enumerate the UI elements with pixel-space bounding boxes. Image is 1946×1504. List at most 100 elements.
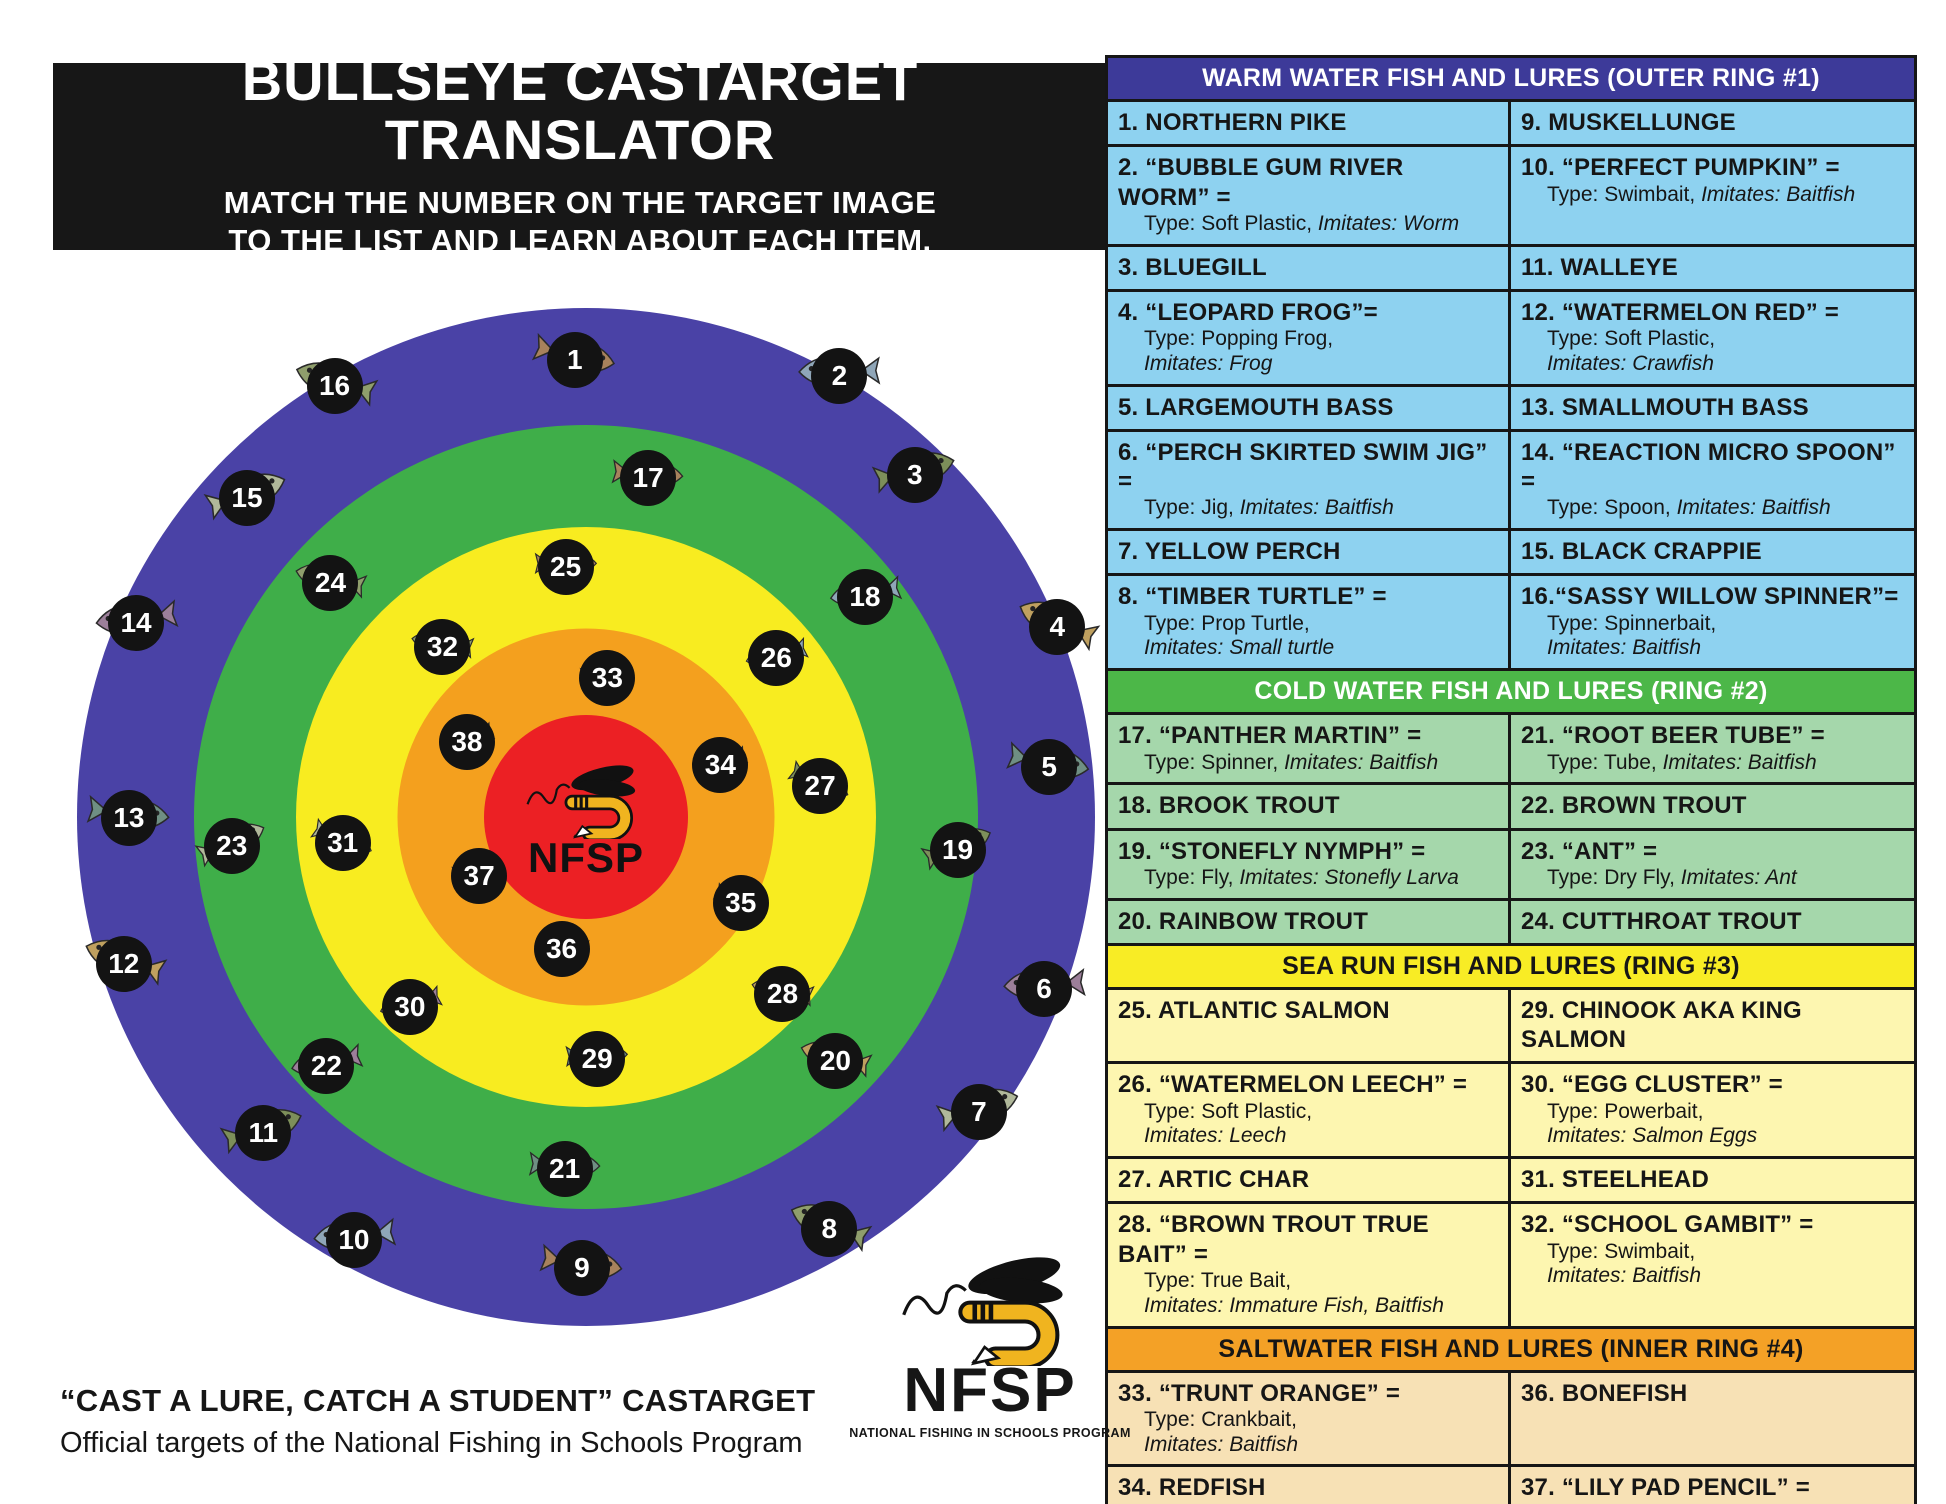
target-badge: 18 — [836, 569, 893, 626]
badge-number: 4 — [1049, 610, 1066, 642]
badge-number: 38 — [451, 725, 483, 757]
badge-number: 13 — [113, 802, 145, 834]
title-banner: BULLSEYE CASTARGET TRANSLATOR MATCH THE … — [53, 51, 1107, 258]
list-item: 14. “REACTION MICRO SPOON” =Type: Spoon,… — [1511, 432, 1914, 528]
list-item: 24. CUTTHROAT TROUT — [1511, 901, 1914, 943]
list-item: 20. RAINBOW TROUT — [1108, 900, 1511, 943]
target-badge: 37 — [451, 848, 508, 905]
list-item: 13. SMALLMOUTH BASS — [1511, 387, 1914, 429]
list-item: 6. “PERCH SKIRTED SWIM JIG” =Type: Jig, … — [1108, 431, 1511, 529]
item-name: 19. “STONEFLY NYMPH” = — [1118, 837, 1426, 865]
list-item: 19. “STONEFLY NYMPH” =Type: Fly, Imitate… — [1108, 830, 1511, 898]
nfsp-fly-pencil-logo — [902, 1257, 1063, 1366]
table-row: 17. “PANTHER MARTIN” =Type: Spinner, Imi… — [1108, 715, 1914, 786]
badge-number: 11 — [248, 1116, 279, 1148]
badge-number: 23 — [216, 829, 248, 861]
item-name: 31. STEELHEAD — [1521, 1166, 1709, 1194]
badge-number: 18 — [849, 581, 881, 613]
item-detail: Type: Soft Plastic, — [1547, 327, 1716, 351]
bullseye-center: NFSP — [484, 715, 688, 919]
badge-number: 19 — [941, 833, 974, 865]
item-detail: Type: Spinner, Imitates: Baitfish — [1144, 750, 1439, 774]
target-badge: 9 — [553, 1239, 610, 1296]
badge-number: 24 — [314, 566, 347, 598]
badge-number: 17 — [632, 462, 664, 493]
target-badge: 38 — [438, 713, 495, 770]
target-badge: 35 — [712, 874, 769, 931]
target-badge: 13 — [100, 790, 157, 847]
list-item: 25. ATLANTIC SALMON — [1108, 989, 1511, 1062]
item-name: 2. “BUBBLE GUM RIVER WORM” = — [1118, 154, 1404, 211]
item-name: 37. “LILY PAD PENCIL” = — [1521, 1474, 1810, 1502]
target-badge: 14 — [108, 594, 165, 651]
item-name: 13. SMALLMOUTH BASS — [1521, 393, 1809, 421]
target-badge: 6 — [1016, 961, 1073, 1018]
list-item: 10. “PERFECT PUMPKIN” =Type: Swimbait, I… — [1511, 147, 1914, 243]
item-name: 26. “WATERMELON LEECH” = — [1118, 1071, 1468, 1099]
badge-number: 33 — [591, 661, 623, 693]
target-badge: 19 — [929, 821, 986, 878]
target-badge: 3 — [886, 446, 943, 503]
list-item: 26. “WATERMELON LEECH” =Type: Soft Plast… — [1108, 1064, 1511, 1157]
item-detail: Type: Swimbait, Imitates: Baitfish — [1547, 182, 1856, 206]
target-badge: 31 — [314, 815, 371, 872]
badge-number: 26 — [760, 642, 792, 674]
item-name: 12. “WATERMELON RED” = — [1521, 298, 1839, 326]
list-item: 32. “SCHOOL GAMBIT” =Type: Swimbait,Imit… — [1511, 1204, 1914, 1325]
item-name: 27. ARTIC CHAR — [1118, 1166, 1310, 1194]
badge-number: 16 — [318, 370, 351, 402]
list-item: 5. LARGEMOUTH BASS — [1108, 386, 1511, 429]
target-badge: 7 — [950, 1084, 1007, 1141]
target-badge: 21 — [536, 1141, 593, 1198]
target-badge: 22 — [298, 1038, 355, 1095]
badge-number: 37 — [463, 860, 495, 892]
target-badge: 10 — [325, 1212, 382, 1269]
nfsp-wordmark: NFSP — [903, 1356, 1077, 1425]
badge-number: 30 — [394, 991, 426, 1023]
list-item: 18. BROOK TROUT — [1108, 785, 1511, 828]
list-item: 3. BLUEGILL — [1108, 246, 1511, 289]
item-detail: Type: True Bait, — [1144, 1268, 1292, 1292]
badge-number: 20 — [819, 1045, 851, 1077]
item-name: 23. “ANT” = — [1521, 837, 1658, 865]
list-item: 2. “BUBBLE GUM RIVER WORM” =Type: Soft P… — [1108, 147, 1511, 244]
table-row: 5. LARGEMOUTH BASS 13. SMALLMOUTH BASS — [1108, 386, 1914, 432]
item-name: 30. “EGG CLUSTER” = — [1521, 1071, 1783, 1099]
list-item: 33. “TRUNT ORANGE” =Type: Crankbait,Imit… — [1108, 1372, 1511, 1465]
item-name: 24. CUTTHROAT TROUT — [1521, 907, 1802, 935]
item-name: 6. “PERCH SKIRTED SWIM JIG” = — [1118, 438, 1488, 496]
table-section: SALTWATER FISH AND LURES (INNER RING #4)… — [1108, 1325, 1914, 1504]
item-name: 34. REDFISH — [1118, 1474, 1266, 1502]
target-badge: 11 — [235, 1104, 292, 1161]
banner-subtitle-line2: TO THE LIST AND LEARN ABOUT EACH ITEM. — [228, 223, 932, 259]
table-row: 27. ARTIC CHAR 31. STEELHEAD — [1108, 1159, 1914, 1205]
item-name: 8. “TIMBER TURTLE” = — [1118, 583, 1387, 611]
list-item: 17. “PANTHER MARTIN” =Type: Spinner, Imi… — [1108, 715, 1511, 783]
item-name: 32. “SCHOOL GAMBIT” = — [1521, 1211, 1814, 1239]
item-detail: Imitates: Crawfish — [1547, 351, 1714, 375]
nfsp-caption: NATIONAL FISHING IN SCHOOLS PROGRAM — [849, 1426, 1131, 1440]
target-badge: 15 — [219, 470, 275, 527]
badge-number: 25 — [550, 550, 582, 582]
target-badge: 24 — [302, 554, 359, 611]
item-detail: Type: Spinnerbait, — [1547, 611, 1717, 635]
banner-subtitle-line1: MATCH THE NUMBER ON THE TARGET IMAGE — [223, 184, 937, 220]
badge-number: 14 — [120, 606, 152, 638]
list-item: 29. CHINOOK AKA KING SALMON — [1511, 990, 1914, 1062]
item-detail: Type: Tube, Imitates: Baitfish — [1547, 750, 1817, 774]
target-badge: 26 — [748, 630, 805, 687]
table-row: 6. “PERCH SKIRTED SWIM JIG” =Type: Jig, … — [1108, 431, 1914, 532]
table-row: 2. “BUBBLE GUM RIVER WORM” =Type: Soft P… — [1108, 147, 1914, 247]
item-name: 18. BROOK TROUT — [1118, 792, 1340, 820]
item-name: 7. YELLOW PERCH — [1118, 538, 1341, 566]
item-detail: Type: Fly, Imitates: Stonefly Larva — [1144, 865, 1459, 889]
item-name: 36. BONEFISH — [1521, 1379, 1688, 1407]
badge-number: 22 — [310, 1050, 342, 1082]
list-item: 31. STEELHEAD — [1511, 1159, 1914, 1201]
item-name: 29. CHINOOK AKA KING SALMON — [1521, 996, 1802, 1054]
item-detail: Type: Spoon, Imitates: Baitfish — [1547, 496, 1831, 520]
item-name: 1. NORTHERN PIKE — [1118, 109, 1347, 136]
item-detail: Type: Soft Plastic, Imitates: Worm — [1144, 211, 1460, 235]
list-item: 16.“SASSY WILLOW SPINNER”=Type: Spinnerb… — [1511, 576, 1914, 668]
